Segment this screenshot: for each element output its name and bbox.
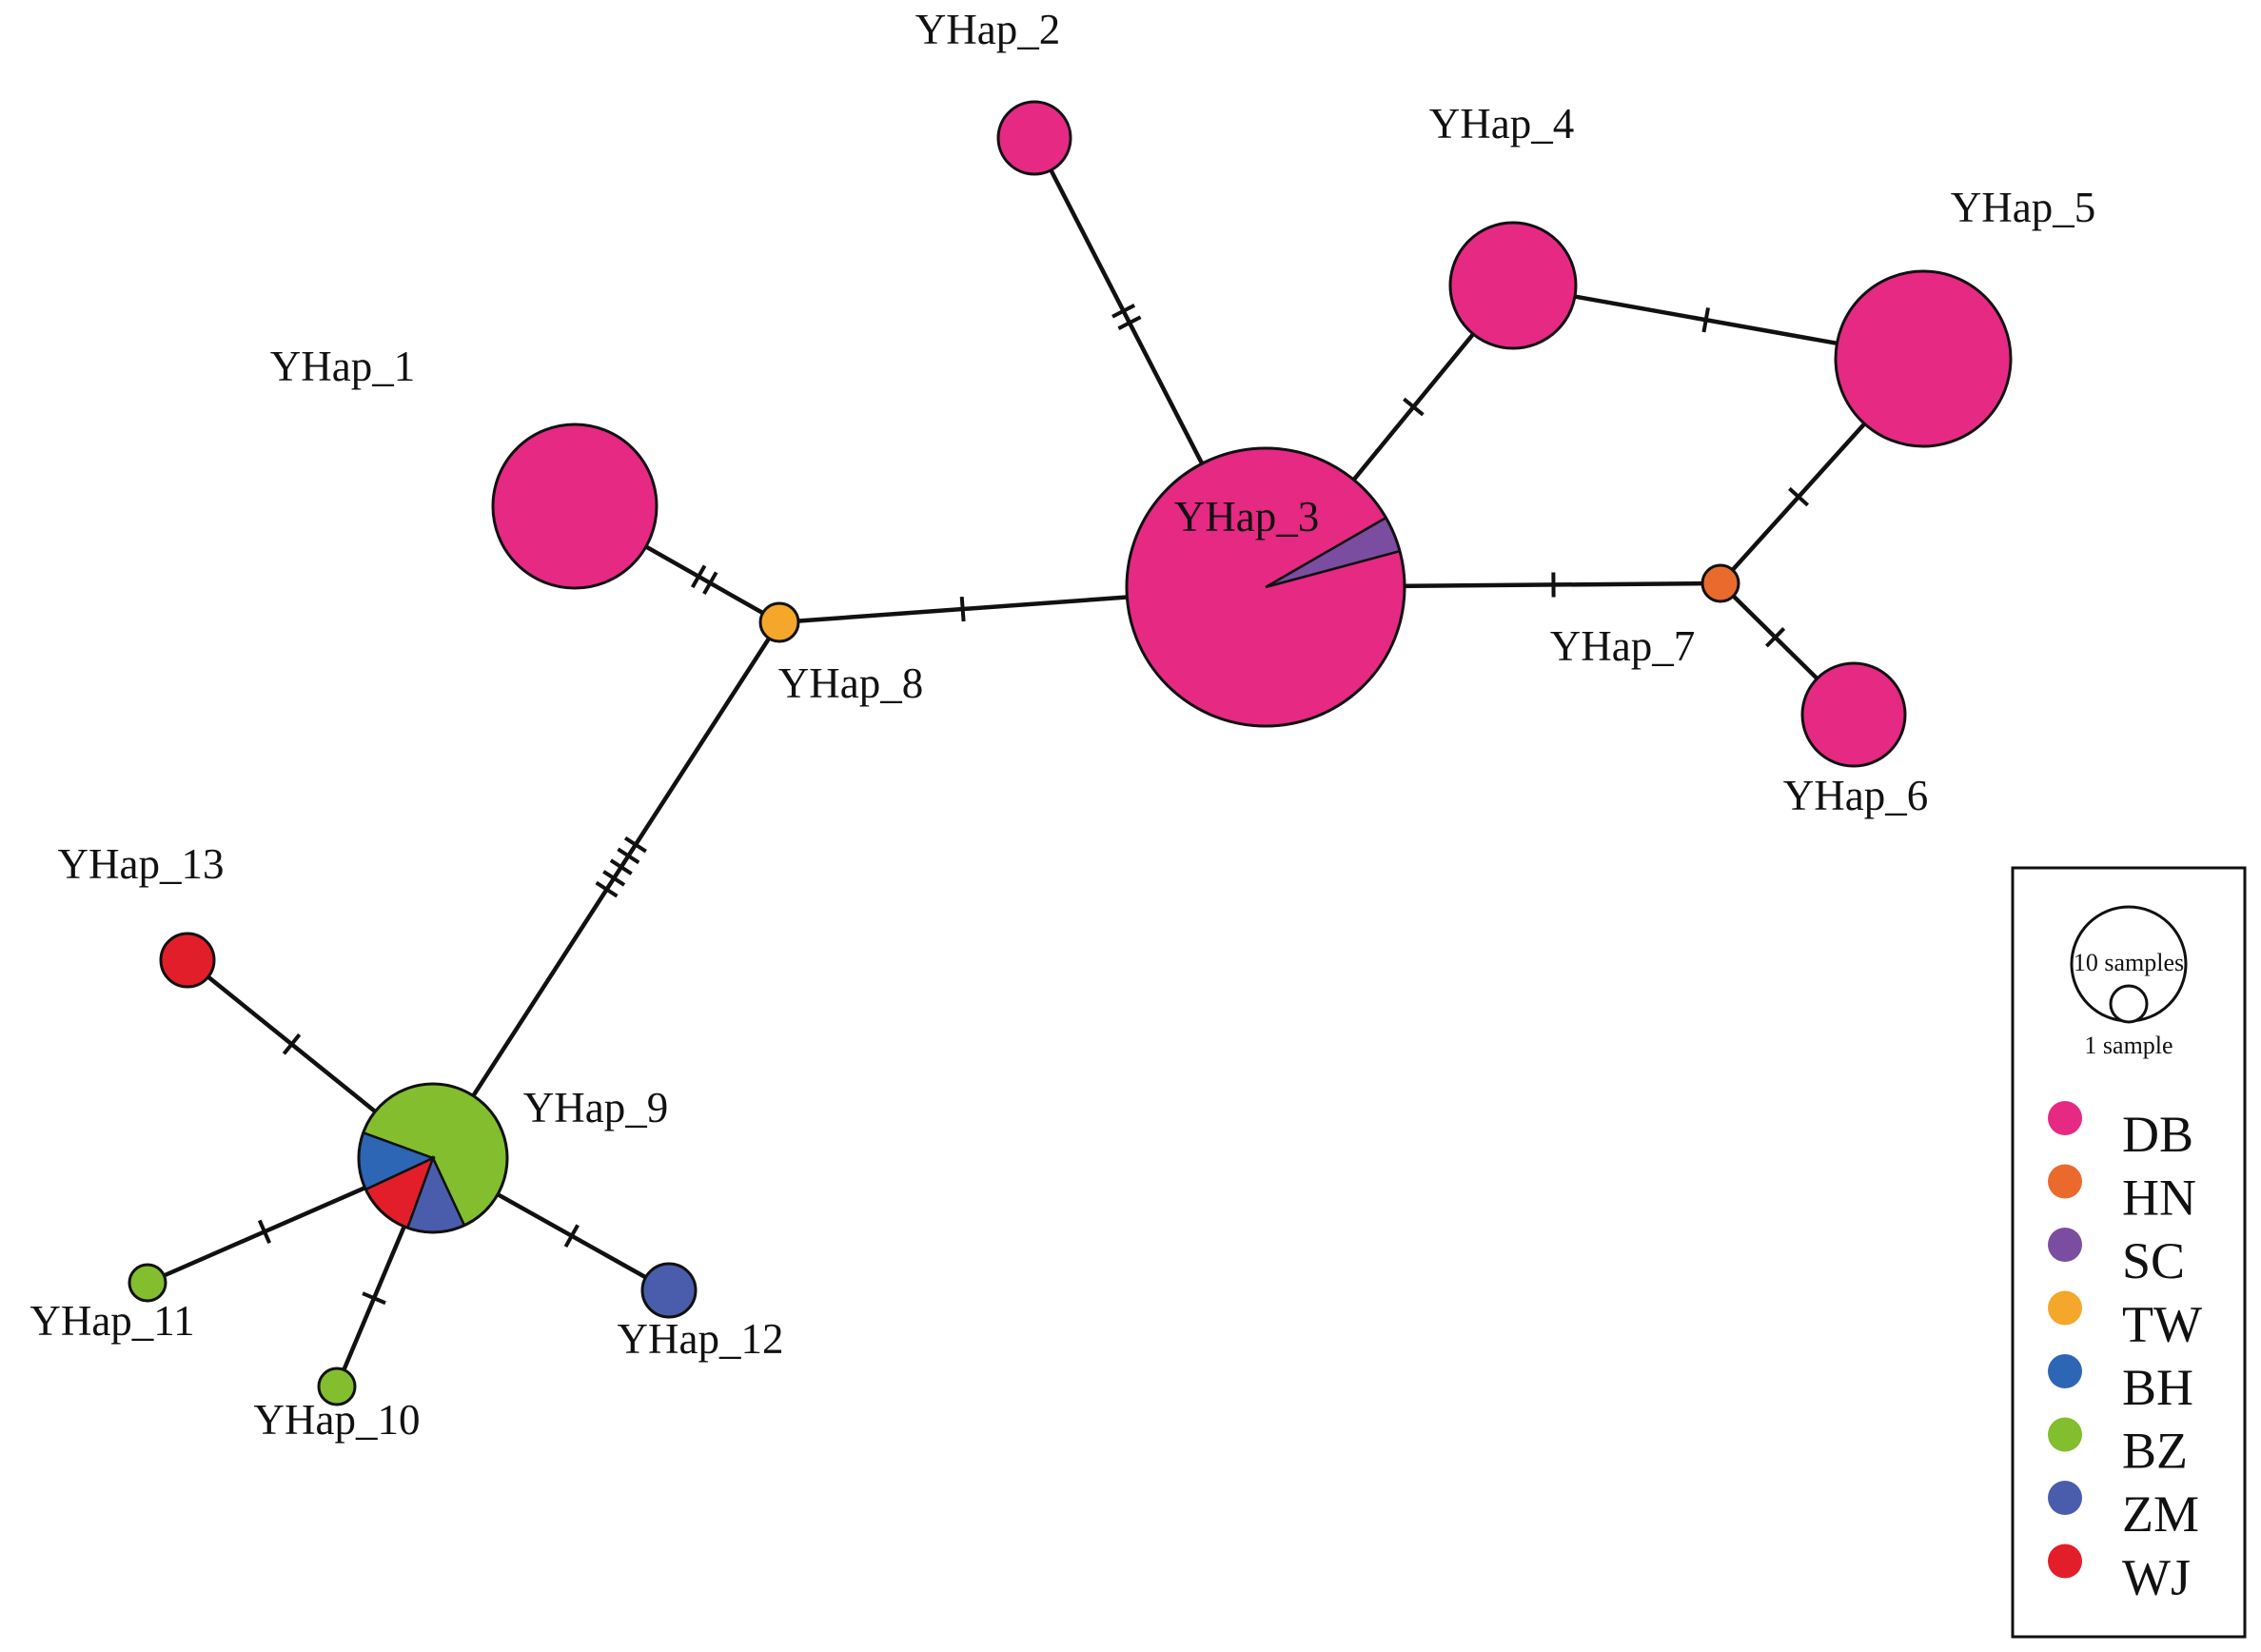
mutation-tick [617, 847, 640, 865]
legend-scale-small-circle [2109, 984, 2149, 1024]
legend-swatch-wj [2048, 1544, 2082, 1579]
legend-swatch-bh [2048, 1354, 2082, 1388]
pie-slice-zm [640, 1262, 698, 1319]
legend-label-bh: BH [2122, 1359, 2193, 1416]
haplotype-node-yhap4 [1448, 221, 1578, 350]
haplotype-node-yhap1 [491, 423, 659, 590]
mutation-tick [362, 1291, 386, 1306]
haplotype-node-yhap12 [640, 1262, 698, 1319]
mutation-tick [595, 880, 619, 898]
haplotype-node-yhap9 [357, 1082, 509, 1234]
mutation-tick [282, 1032, 302, 1055]
haplotype-label-yhap8: YHap_8 [778, 659, 923, 707]
haplotype-label-yhap1: YHap_1 [270, 343, 415, 390]
haplotype-label-yhap10: YHap_10 [254, 1396, 421, 1444]
mutation-tick [609, 858, 633, 875]
legend-swatch-zm [2048, 1481, 2082, 1515]
legend-label-zm: ZM [2122, 1485, 2199, 1543]
haplotype-node-yhap6 [1800, 661, 1907, 768]
legend-label-tw: TW [2122, 1296, 2202, 1353]
mutation-tick [1788, 486, 1810, 507]
legend-swatch-tw [2048, 1290, 2082, 1326]
haplotype-label-yhap5: YHap_5 [1951, 184, 2095, 231]
mutation-tick [1701, 307, 1710, 333]
mutation-tick [1117, 315, 1142, 330]
legend-label-wj: WJ [2122, 1549, 2191, 1606]
pie-slice-db [1834, 269, 2013, 448]
legend-label-sc: SC [2122, 1232, 2185, 1289]
haplotype-node-yhap10 [317, 1367, 357, 1406]
mutation-tick [1111, 304, 1136, 319]
haplotype-label-yhap9: YHap_9 [523, 1084, 668, 1131]
haplotype-node-yhap7 [1701, 563, 1740, 603]
node-outline [357, 1082, 509, 1234]
haplotype-label-yhap6: YHap_6 [1783, 772, 1928, 819]
haplotype-node-yhap5 [1834, 269, 2013, 448]
pie-slice-db [491, 423, 659, 590]
mutation-tick [1764, 627, 1786, 648]
pie-slice-bz [317, 1367, 357, 1406]
mutation-tick [563, 1224, 580, 1249]
legend-swatch-sc [2048, 1228, 2082, 1262]
haplotype-label-yhap13: YHap_13 [58, 840, 225, 888]
haplotype-node-yhap13 [159, 932, 216, 989]
haplotype-node-yhap2 [996, 100, 1072, 176]
legend-swatch-bz [2048, 1417, 2082, 1452]
haplotype-label-yhap11: YHap_11 [29, 1297, 194, 1345]
mutation-tick [602, 870, 626, 887]
legend-scale-large-label: 10 samples [2074, 949, 2184, 976]
legend-label-db: DB [2122, 1106, 2193, 1163]
pie-slice-db [1800, 661, 1907, 768]
haplotype-label-yhap7: YHap_7 [1550, 622, 1695, 670]
haplotype-label-yhap2: YHap_2 [915, 6, 1060, 53]
mutation-tick [690, 564, 707, 589]
pie-slice-hn [1701, 563, 1740, 603]
haplotype-label-yhap12: YHap_12 [618, 1315, 784, 1363]
network-labels: YHap_1YHap_2YHap_3YHap_4YHap_5YHap_6YHap… [29, 6, 2095, 1444]
mutation-tick [257, 1219, 272, 1245]
haplotype-label-yhap4: YHap_4 [1429, 100, 1574, 148]
legend-label-hn: HN [2122, 1170, 2196, 1227]
pie-slice-bz [128, 1263, 167, 1303]
legend-scale-small-label: 1 sample [2084, 1032, 2173, 1059]
legend-swatch-db [2048, 1101, 2082, 1135]
mutation-tick [1403, 397, 1425, 417]
mutation-tick [623, 836, 647, 854]
node-outline [1125, 446, 1406, 728]
haplotype-label-yhap3: YHap_3 [1174, 493, 1319, 541]
legend-label-bz: BZ [2122, 1423, 2188, 1480]
legend-swatch-hn [2048, 1164, 2082, 1199]
haplotype-node-yhap11 [128, 1263, 167, 1303]
network-nodes [128, 100, 2013, 1406]
pie-slice-wj [159, 932, 216, 989]
pie-slice-tw [758, 601, 800, 643]
haplotype-node-yhap3 [1125, 446, 1406, 728]
mutation-tick [702, 571, 718, 596]
pie-slice-db [1448, 221, 1578, 350]
pie-slice-db [996, 100, 1072, 176]
haplotype-node-yhap8 [758, 601, 800, 643]
mutation-tick [959, 596, 966, 622]
